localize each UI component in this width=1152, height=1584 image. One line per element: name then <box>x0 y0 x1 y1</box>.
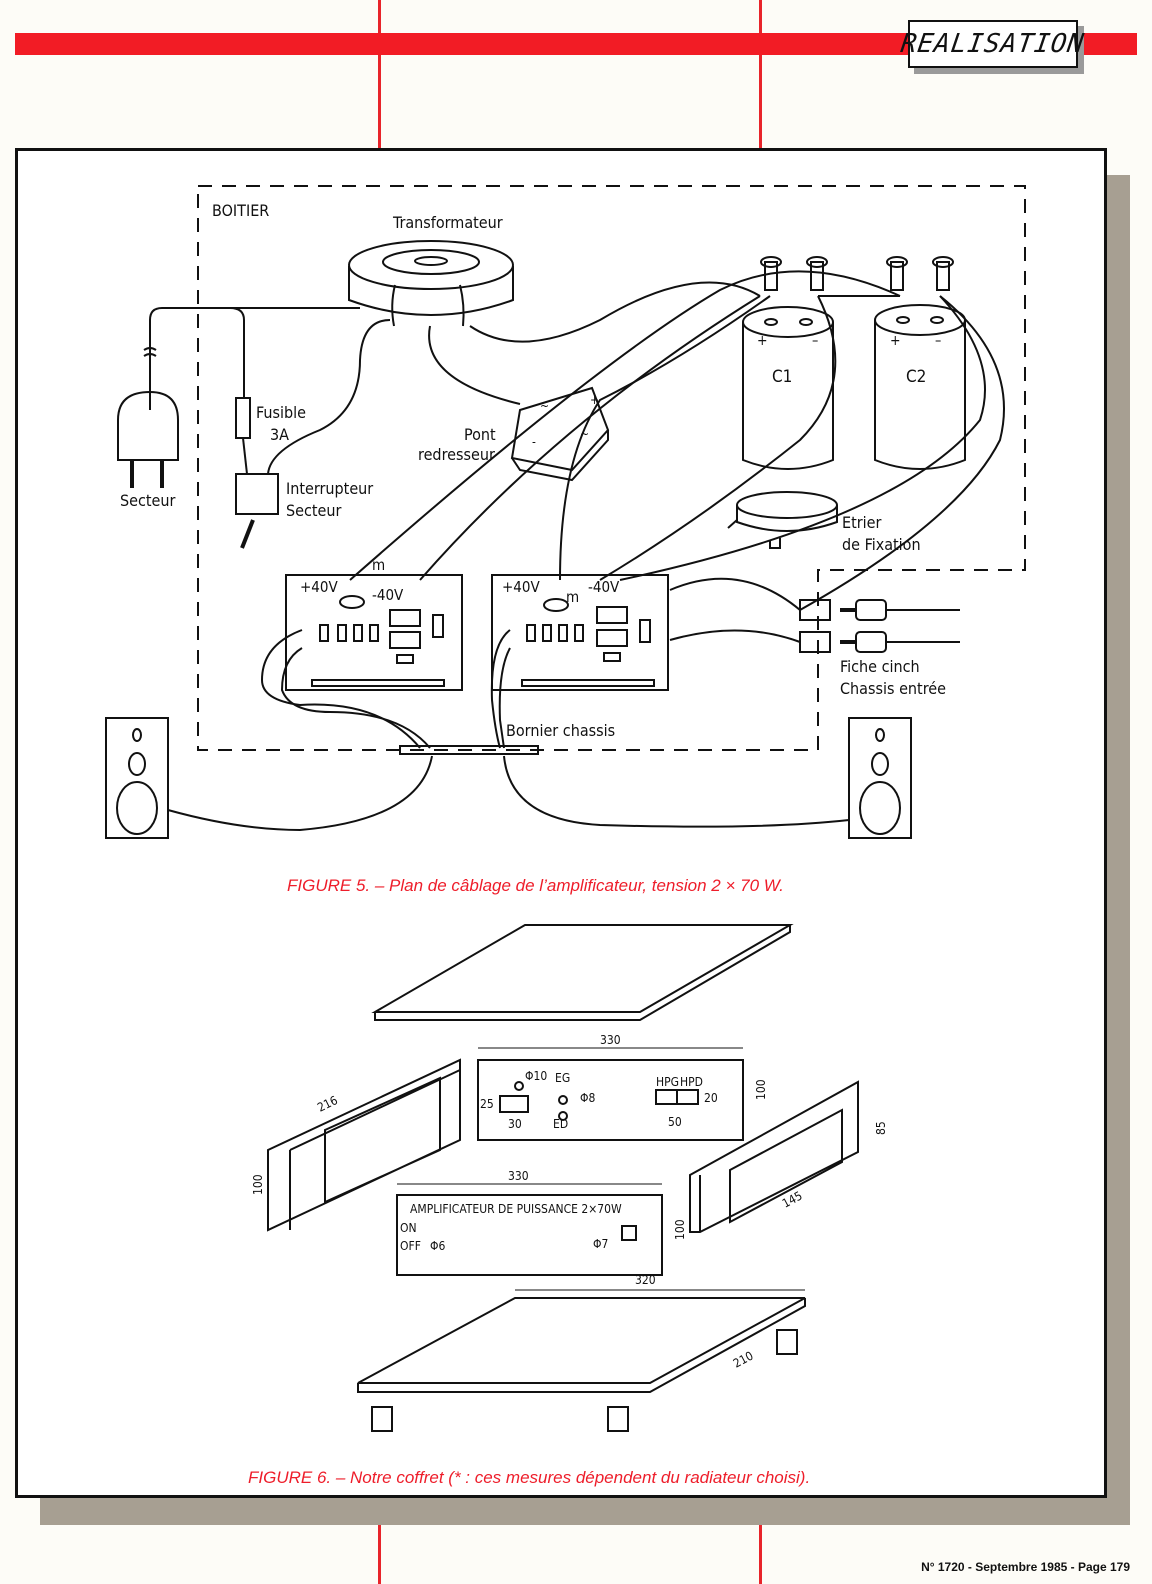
left-side-panel <box>267 1058 461 1232</box>
label-right-neg-v: -40V <box>588 578 620 596</box>
dim-front-height: 100 <box>673 1219 687 1240</box>
label-c1-plus: + <box>757 333 768 349</box>
dim-30: 30 <box>508 1117 522 1131</box>
dim-heatsink-height: 85 <box>874 1121 888 1135</box>
label-redresseur: redresseur <box>418 445 495 464</box>
label-etrier-2: de Fixation <box>842 535 921 554</box>
speaker-right-icon <box>848 717 912 839</box>
section-tag: REALISATION <box>899 20 1087 68</box>
label-interrupteur: Interrupteur <box>286 479 373 498</box>
dim-side-length: 216 <box>315 1093 340 1115</box>
label-secteur: Secteur <box>120 491 176 510</box>
rca-input-icon <box>669 577 960 653</box>
svg-text:+: + <box>590 393 599 407</box>
label-fusible-rating: 3A <box>270 425 289 444</box>
label-d6: Φ6 <box>430 1239 445 1253</box>
feet-icon <box>371 1329 798 1432</box>
label-c2-minus: – <box>935 333 941 349</box>
label-interrupteur-2: Secteur <box>286 501 342 520</box>
figure6-caption: FIGURE 6. – Notre coffret (* : ces mesur… <box>248 1468 811 1487</box>
mounting-bracket-icon <box>727 491 838 549</box>
rear-panel <box>477 1059 744 1141</box>
svg-text:~: ~ <box>580 427 589 441</box>
header-red-bar <box>15 33 1137 55</box>
capacitor-c1-icon <box>742 256 834 470</box>
bridge-rectifier-icon: ~ ~ + - <box>510 386 610 482</box>
page-footer: N° 1720 - Septembre 1985 - Page 179 <box>921 1560 1130 1574</box>
label-left-pos-v: +40V <box>300 578 338 596</box>
label-fusible: Fusible <box>256 403 306 422</box>
label-c2: C2 <box>906 367 926 387</box>
label-fiche: Fiche cinch <box>840 657 920 676</box>
label-hpg: HPG <box>656 1075 679 1089</box>
amp-board-right <box>491 574 669 691</box>
speaker-left-icon <box>105 717 169 839</box>
dim-rear-width: 330 <box>600 1033 621 1047</box>
boitier-outline <box>197 185 1026 751</box>
mains-plug-icon <box>117 347 179 488</box>
label-hpd: HPD <box>680 1075 703 1089</box>
label-off: OFF <box>400 1239 421 1253</box>
label-chassis-entree: Chassis entrée <box>840 679 946 698</box>
dim-rear-height: 100 <box>754 1079 768 1100</box>
label-eg: EG <box>555 1071 570 1085</box>
dim-base-depth: 210 <box>731 1349 756 1371</box>
label-transformateur: Transformateur <box>392 213 503 232</box>
label-left-ground: m <box>372 556 385 574</box>
terminal-strip-icon <box>399 745 539 755</box>
label-right-ground: m <box>566 588 579 606</box>
svg-text:~: ~ <box>540 399 549 413</box>
base-plate <box>357 1297 806 1393</box>
dim-front-width: 330 <box>508 1169 529 1183</box>
label-left-neg-v: -40V <box>372 586 404 604</box>
front-panel-title: AMPLIFICATEUR DE PUISSANCE 2×70W <box>410 1202 622 1216</box>
svg-text:-: - <box>532 435 536 449</box>
front-panel <box>396 1194 663 1276</box>
dim-20: 20 <box>704 1091 718 1105</box>
label-etrier: Etrier <box>842 513 882 532</box>
label-d10: Φ10 <box>525 1069 547 1083</box>
right-side-panel <box>689 1080 859 1233</box>
mains-switch-icon <box>235 473 279 515</box>
label-d7: Φ7 <box>593 1237 608 1251</box>
label-right-pos-v: +40V <box>502 578 540 596</box>
label-c1: C1 <box>772 367 792 387</box>
transformer-icon <box>348 240 514 327</box>
label-c1-minus: – <box>812 333 818 349</box>
label-boitier: BOITIER <box>212 201 269 220</box>
dim-25: 25 <box>480 1097 494 1111</box>
label-on: ON <box>400 1221 417 1235</box>
dim-base-width: 320 <box>635 1273 656 1287</box>
dim-side-height: 100 <box>251 1174 265 1195</box>
figure5-caption: FIGURE 5. – Plan de câblage de l’amplifi… <box>287 876 784 895</box>
top-cover-panel <box>371 924 794 1021</box>
amp-board-left <box>285 574 463 691</box>
dim-heatsink-length: 145 <box>780 1189 805 1211</box>
label-bornier: Bornier chassis <box>506 721 615 740</box>
label-d8: Φ8 <box>580 1091 595 1105</box>
dim-50: 50 <box>668 1115 682 1129</box>
label-c2-plus: + <box>890 333 901 349</box>
label-pont: Pont <box>464 425 496 444</box>
label-ed: ED <box>553 1117 568 1131</box>
